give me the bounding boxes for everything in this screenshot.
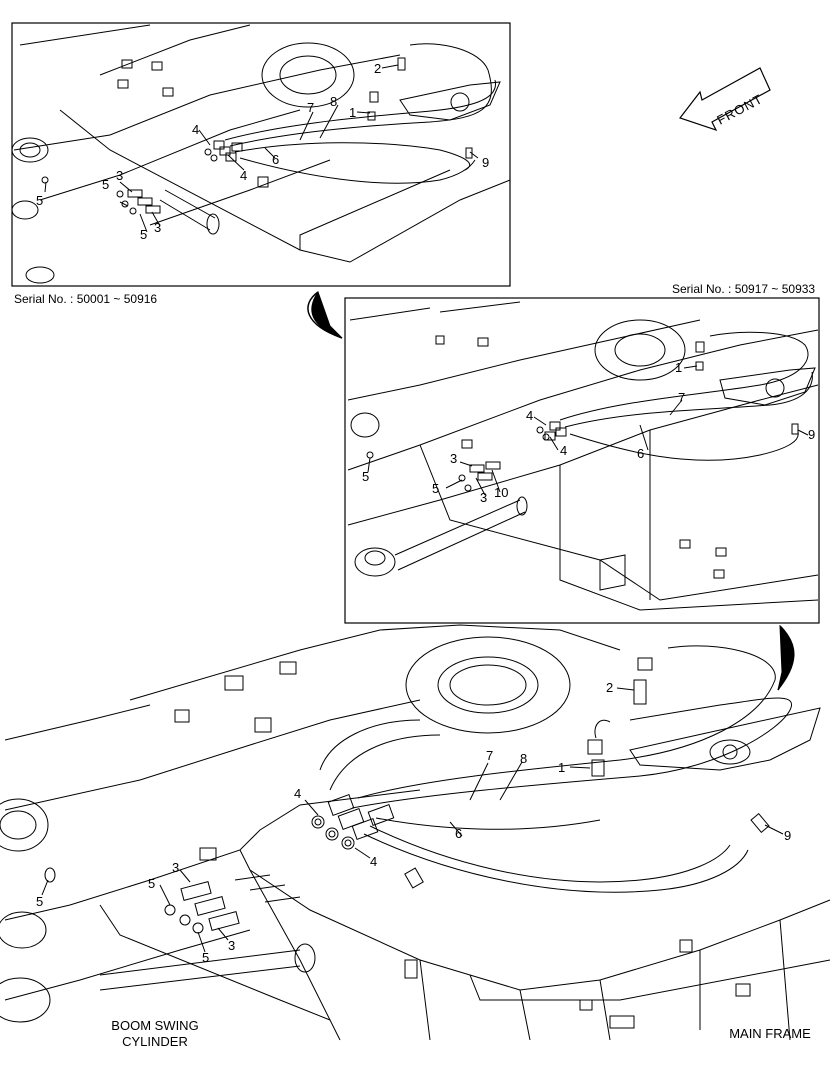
top-callouts: 2 1 7 8 4 6 4 9 3 5 5 3 5 bbox=[36, 61, 489, 242]
main-callouts: 2 7 8 1 4 6 4 9 3 5 5 3 5 bbox=[36, 680, 791, 965]
callout: 3 bbox=[116, 168, 123, 183]
callout: 5 bbox=[36, 894, 43, 909]
callout: 7 bbox=[486, 748, 493, 763]
callout: 3 bbox=[228, 938, 235, 953]
callout: 9 bbox=[482, 155, 489, 170]
callout: 5 bbox=[148, 876, 155, 891]
top-fittings bbox=[41, 57, 473, 215]
hose-8 bbox=[357, 645, 776, 799]
serial-range-top: Serial No. : 50001 ~ 50916 bbox=[14, 292, 158, 306]
callout: 6 bbox=[455, 826, 462, 841]
callout: 5 bbox=[202, 950, 209, 965]
callout: 3 bbox=[172, 860, 179, 875]
callout: 5 bbox=[140, 227, 147, 242]
top-frame-plate bbox=[19, 24, 511, 263]
top-inset bbox=[11, 22, 511, 287]
callout: 9 bbox=[784, 828, 791, 843]
middle-inset bbox=[307, 290, 820, 624]
boom-swing-line1: BOOM SWING bbox=[111, 1018, 199, 1033]
callout: 5 bbox=[362, 469, 369, 484]
main-drawing bbox=[0, 624, 831, 1041]
callout: 3 bbox=[450, 451, 457, 466]
serial-range-middle: Serial No. : 50917 ~ 50933 bbox=[672, 282, 816, 296]
callout: 5 bbox=[432, 481, 439, 496]
callout: 3 bbox=[480, 490, 487, 505]
callout: 3 bbox=[154, 220, 161, 235]
callout: 8 bbox=[520, 751, 527, 766]
callout: 1 bbox=[558, 760, 565, 775]
middle-inset-frame bbox=[344, 297, 820, 624]
front-label: FRONT bbox=[714, 91, 765, 128]
boom-swing-cylinder-label: BOOM SWING CYLINDER bbox=[100, 1018, 210, 1050]
callout: 7 bbox=[678, 390, 685, 405]
middle-fittings bbox=[366, 341, 799, 492]
callout: 5 bbox=[36, 193, 43, 208]
callout: 2 bbox=[374, 61, 381, 76]
callout: 10 bbox=[494, 485, 508, 500]
callout: 4 bbox=[294, 786, 301, 801]
front-arrow-icon bbox=[679, 67, 771, 132]
callout: 2 bbox=[606, 680, 613, 695]
callout: 4 bbox=[240, 168, 247, 183]
callout: 4 bbox=[560, 443, 567, 458]
top-inset-frame bbox=[11, 22, 511, 287]
callout: 7 bbox=[307, 100, 314, 115]
callout: 4 bbox=[192, 122, 199, 137]
callout: 6 bbox=[637, 446, 644, 461]
hose-7 bbox=[351, 697, 793, 809]
callout: 9 bbox=[808, 427, 815, 442]
callout: 4 bbox=[526, 408, 533, 423]
callout: 1 bbox=[349, 105, 356, 120]
hose-6 bbox=[369, 825, 731, 883]
callout: 6 bbox=[272, 152, 279, 167]
boom-swing-line2: CYLINDER bbox=[122, 1034, 188, 1049]
main-fittings bbox=[44, 657, 770, 934]
callout: 1 bbox=[675, 360, 682, 375]
callout: 4 bbox=[370, 854, 377, 869]
middle-callouts: 1 7 4 4 6 9 3 5 5 3 10 bbox=[362, 360, 815, 505]
callout: 5 bbox=[102, 177, 109, 192]
callout: 8 bbox=[330, 94, 337, 109]
main-frame-label: MAIN FRAME bbox=[729, 1026, 811, 1041]
